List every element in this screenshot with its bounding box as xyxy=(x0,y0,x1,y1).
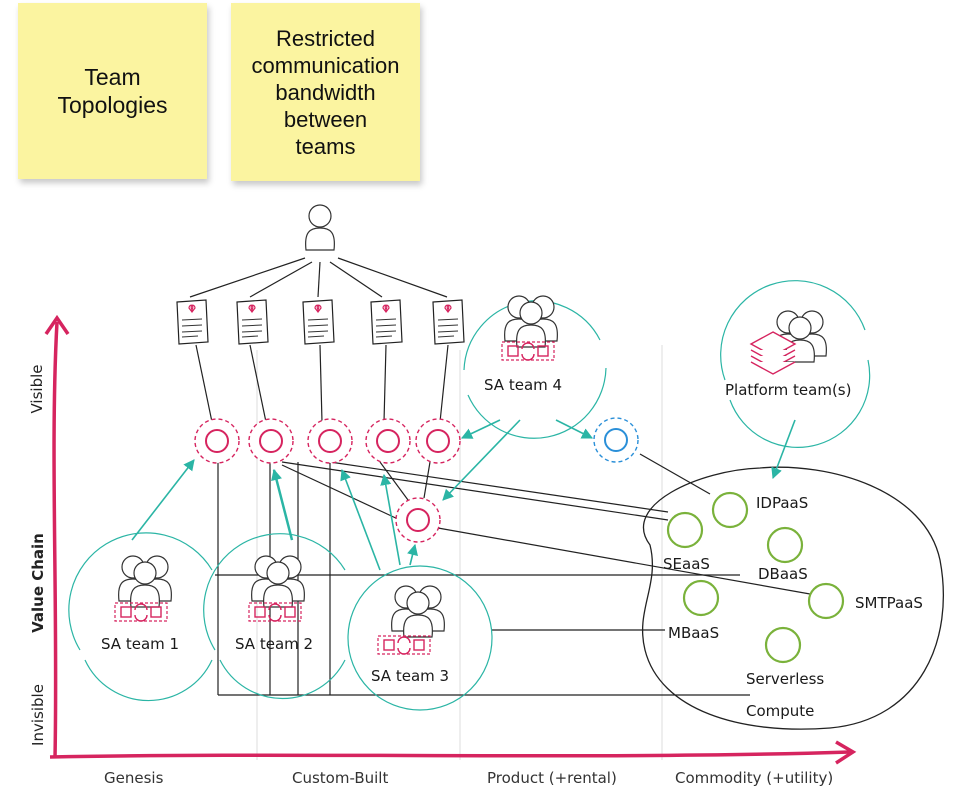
document-heart-icon xyxy=(370,299,403,345)
team-label-sa4: SA team 4 xyxy=(484,376,563,394)
x-stage-product: Product (+rental) xyxy=(487,769,617,787)
x-stage-custom-built: Custom-Built xyxy=(292,769,389,787)
dependency-lines xyxy=(215,453,811,696)
commodity-cloud xyxy=(641,466,944,730)
service-label-seaas: SEaaS xyxy=(663,555,710,573)
y-axis xyxy=(52,321,59,759)
service-label-serverless: Serverless xyxy=(746,670,825,688)
component-circle xyxy=(395,497,441,543)
team-label-sa1: SA team 1 xyxy=(101,635,180,653)
stream-flow-icon xyxy=(377,635,431,655)
team-icon xyxy=(119,556,172,607)
team-circle-platform xyxy=(720,280,871,448)
component-circle xyxy=(365,418,411,464)
sticky-note-restricted: Restricted communication bandwidth betwe… xyxy=(231,3,420,181)
component-circle-blue xyxy=(593,417,639,463)
service-circle-dbaas xyxy=(766,526,804,564)
service-label-mbaas: MBaaS xyxy=(668,624,720,642)
x-axis xyxy=(49,750,851,759)
team-label-platform: Platform team(s) xyxy=(725,381,852,399)
team-circle-sa2 xyxy=(203,533,346,699)
x-stage-genesis: Genesis xyxy=(104,769,164,787)
service-circle-serverless xyxy=(764,626,802,664)
team-label-sa3: SA team 3 xyxy=(371,667,450,685)
document-heart-icon xyxy=(432,299,465,345)
service-label-dbaas: DBaaS xyxy=(758,565,808,583)
document-heart-icon xyxy=(236,299,269,345)
service-label-compute: Compute xyxy=(746,702,815,720)
x-stage-commodity: Commodity (+utility) xyxy=(675,769,834,787)
team-icon xyxy=(505,296,558,347)
service-circle-idpaas xyxy=(711,491,749,529)
team-circle-sa3 xyxy=(347,565,493,711)
component-circle xyxy=(194,418,240,464)
service-circle-seaas xyxy=(666,511,704,549)
y-axis-title: Value Chain xyxy=(29,533,47,633)
sticky-note-team-topologies: Team Topologies xyxy=(18,3,207,179)
y-axis-bottom-label: Invisible xyxy=(29,684,47,746)
team-icon xyxy=(392,586,445,637)
service-circle-smtpaas xyxy=(807,582,845,620)
user-icon xyxy=(305,204,335,251)
x-axis-arrowhead xyxy=(835,740,857,765)
component-circle xyxy=(248,418,294,464)
document-heart-icon xyxy=(176,299,209,345)
sticky-note-text: Team Topologies xyxy=(57,64,168,118)
service-circle-mbaas xyxy=(682,579,720,617)
team-label-sa2: SA team 2 xyxy=(235,635,314,653)
team-circle-sa1 xyxy=(68,532,213,702)
service-label-idpaas: IDPaaS xyxy=(756,494,809,512)
platform-layers-icon xyxy=(749,331,797,375)
y-axis-arrowhead xyxy=(44,314,70,335)
component-circle xyxy=(415,418,461,464)
document-heart-icon xyxy=(302,299,335,345)
sticky-note-text: Restricted communication bandwidth betwe… xyxy=(251,25,400,159)
team-icon xyxy=(252,556,305,607)
user-needs-lines xyxy=(189,257,448,298)
service-label-smtpaas: SMTPaaS xyxy=(855,594,923,612)
y-axis-top-label: Visible xyxy=(28,364,46,414)
component-circle xyxy=(307,418,353,464)
